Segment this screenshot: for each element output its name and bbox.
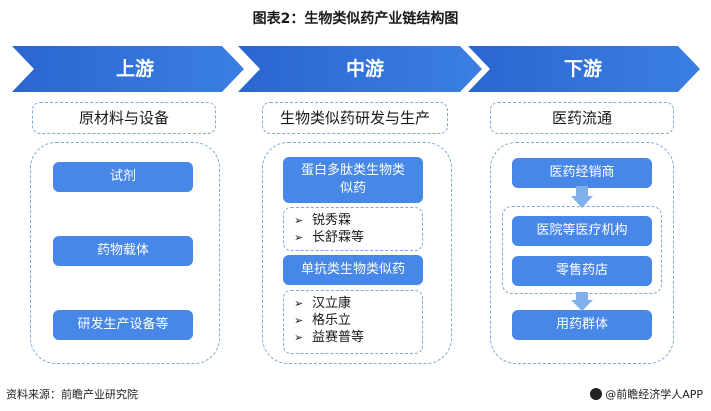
arrow-bullet-icon: ➢ xyxy=(294,214,304,227)
stage-label-upstream: 上游 xyxy=(115,58,154,80)
stage-label-downstream: 下游 xyxy=(563,58,602,80)
arrow-bullet-icon: ➢ xyxy=(294,331,304,344)
arrow-bullet-icon: ➢ xyxy=(294,297,304,310)
chevron-banner xyxy=(12,46,700,92)
stage-box-downstream: 医药流通 xyxy=(490,102,674,134)
upstream-item-reagent: 试剂 xyxy=(53,162,193,192)
midstream-cat-protein-title: 蛋白多肽类生物类似药 xyxy=(300,163,405,196)
list-item: ➢益赛普等 xyxy=(294,330,365,345)
arrow-bullet-icon: ➢ xyxy=(294,314,304,327)
midstream-list-protein: ➢锐秀霖 ➢长舒霖等 xyxy=(283,207,423,251)
upstream-item-carrier: 药物载体 xyxy=(53,236,193,266)
list-item: ➢汉立康 xyxy=(294,296,352,311)
midstream-cat-protein: 蛋白多肽类生物类似药 xyxy=(283,157,423,203)
brand-logo-icon xyxy=(590,388,603,400)
chevron-upstream xyxy=(12,46,244,92)
list-item: ➢格乐立 xyxy=(294,313,352,328)
chevron-midstream xyxy=(238,46,482,92)
source-note: 资料来源：前瞻产业研究院 xyxy=(6,388,138,401)
list-item: ➢锐秀霖 xyxy=(294,213,352,228)
arrow-down-icon xyxy=(571,292,593,311)
brand-credit: @前瞻经济学人APP xyxy=(590,386,703,402)
arrow-down-icon xyxy=(571,186,593,208)
diagram-title: 图表2：生物类似药产业链结构图 xyxy=(252,11,459,27)
downstream-distributor: 医药经销商 xyxy=(512,158,652,188)
midstream-cat-antibody: 单抗类生物类似药 xyxy=(283,255,423,285)
chevron-downstream xyxy=(468,46,700,92)
downstream-channel-hospital: 医院等医疗机构 xyxy=(512,216,652,246)
midstream-list-antibody: ➢汉立康 ➢格乐立 ➢益赛普等 xyxy=(283,290,423,354)
stage-box-upstream: 原材料与设备 xyxy=(32,102,216,134)
downstream-end-users: 用药群体 xyxy=(512,310,652,340)
arrow-bullet-icon: ➢ xyxy=(294,231,304,244)
stage-label-midstream: 中游 xyxy=(345,58,384,80)
downstream-channel-pharmacy: 零售药店 xyxy=(512,256,652,286)
list-item: ➢长舒霖等 xyxy=(294,230,365,245)
upstream-item-equipment: 研发生产设备等 xyxy=(53,310,193,340)
stage-box-midstream: 生物类似药研发与生产 xyxy=(262,102,448,134)
